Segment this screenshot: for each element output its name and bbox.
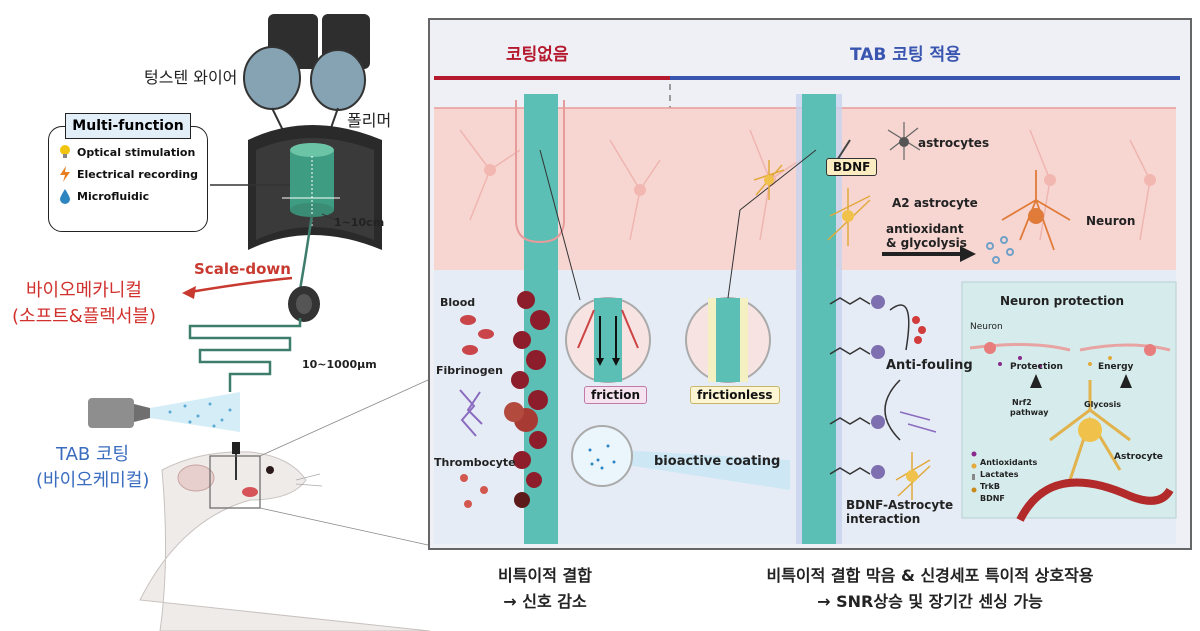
- fibrinogen-label: Fibrinogen: [436, 364, 503, 377]
- bioactive-zoom: [571, 425, 633, 487]
- inset-protection-label: Protection: [1010, 362, 1063, 372]
- friction-tag: friction: [584, 386, 648, 404]
- inset-neuron-label: Neuron: [970, 322, 1003, 332]
- antioxidant-line2: & glycolysis: [886, 236, 967, 250]
- inset-astrocyte-label: Astrocyte: [1114, 452, 1163, 462]
- function-microfluidic: Microfluidic: [59, 185, 198, 207]
- bdnf-astro-line2: interaction: [846, 512, 921, 526]
- polymer-label: 폴리머: [347, 111, 392, 130]
- inset-title: Neuron protection: [1000, 294, 1124, 308]
- fibrinogen-icon: [459, 389, 483, 437]
- a2-astrocyte-label: A2 astrocyte: [892, 196, 978, 210]
- function-label-microfluidic: Microfluidic: [77, 189, 150, 203]
- biomech-line2: (소프트&플렉서블): [12, 306, 157, 327]
- tungsten-wire-label: 텅스텐 와이어: [144, 68, 238, 87]
- caption-left-line2: → 신호 감소: [503, 592, 587, 611]
- blood-clot: [504, 291, 550, 508]
- thrombocyte-icon: [460, 474, 488, 508]
- blood-cells-icon: [460, 315, 494, 355]
- glycolysis-arrow-icon: [960, 246, 976, 262]
- caption-right-line2: → SNR상승 및 장기간 센싱 가능: [817, 592, 1043, 611]
- anti-fouling-label: Anti-fouling: [886, 358, 973, 373]
- size-small-label: 10~1000μm: [302, 358, 377, 371]
- function-electrical: Electrical recording: [59, 163, 198, 185]
- function-label-optical: Optical stimulation: [77, 145, 196, 159]
- scale-down-arrow-icon: [182, 286, 196, 299]
- bdnf-astro-line1: BDNF-Astrocyte: [846, 498, 954, 512]
- astrocytes-label: astrocytes: [918, 136, 990, 150]
- legend-trkb: TrkB: [980, 482, 1000, 491]
- uncoated-header-bar: [434, 76, 670, 80]
- multi-function-box: Multi-function Optical stimulation Elect…: [48, 113, 208, 232]
- caption-right-line1: 비특이적 결합 막음 & 신경세포 특이적 상호작용: [766, 566, 1094, 585]
- caption-left-line1: 비특이적 결합: [498, 566, 592, 585]
- drop-icon: [60, 189, 70, 204]
- function-optical: Optical stimulation: [59, 141, 198, 163]
- bioactive-label: bioactive coating: [654, 454, 781, 469]
- thrombocyte-label: Thrombocyte: [434, 456, 516, 469]
- blood-label: Blood: [440, 296, 476, 309]
- antioxidant-line1: antioxidant: [886, 222, 964, 236]
- bdnf-tag: BDNF: [826, 158, 878, 176]
- legend-lactates: Lactates: [980, 470, 1019, 479]
- polymer-spool-icon: [310, 14, 370, 111]
- bulb-icon: [60, 145, 70, 158]
- tab-line1: TAB 코팅: [56, 444, 130, 465]
- spray-nozzle-icon: [88, 398, 134, 428]
- lightning-icon: [60, 166, 70, 182]
- multi-function-title: Multi-function: [65, 113, 191, 139]
- inset-nrf2-line1: Nrf2: [1012, 398, 1032, 407]
- biomech-line1: 바이오메카니컬: [26, 280, 142, 301]
- inset-nrf2-line2: pathway: [1010, 408, 1049, 417]
- neuron-icon-right: [1001, 170, 1071, 251]
- panel-illustration: [434, 76, 1180, 544]
- coated-header: TAB 코팅 적용: [850, 45, 961, 65]
- device-illustration: [88, 14, 430, 631]
- small-spool-icon: [288, 286, 320, 322]
- neuron-label: Neuron: [1086, 214, 1136, 228]
- legend-bdnf: BDNF: [980, 494, 1005, 503]
- serpentine-fiber: [188, 318, 302, 392]
- tab-line2: (바이오케미컬): [36, 470, 150, 491]
- uncoated-header: 코팅없음: [506, 45, 569, 65]
- scale-down-label: Scale-down: [194, 260, 291, 278]
- inset-glycosis-label: Glycosis: [1084, 400, 1122, 409]
- polymer-brush-icon: [829, 297, 871, 475]
- tungsten-spool-icon: [243, 14, 318, 110]
- spray-cone: [150, 392, 240, 432]
- zoom-box: [209, 455, 261, 509]
- size-large-label: 1~10cm: [334, 216, 385, 229]
- blood-vessel-icon: [1016, 478, 1174, 522]
- function-label-electrical: Electrical recording: [77, 167, 198, 181]
- mouse-icon: [139, 451, 430, 631]
- legend-antioxidants: Antioxidants: [980, 458, 1038, 467]
- inset-energy-label: Energy: [1098, 362, 1134, 372]
- coated-header-bar: [670, 76, 1180, 80]
- frictionless-tag: frictionless: [690, 386, 780, 404]
